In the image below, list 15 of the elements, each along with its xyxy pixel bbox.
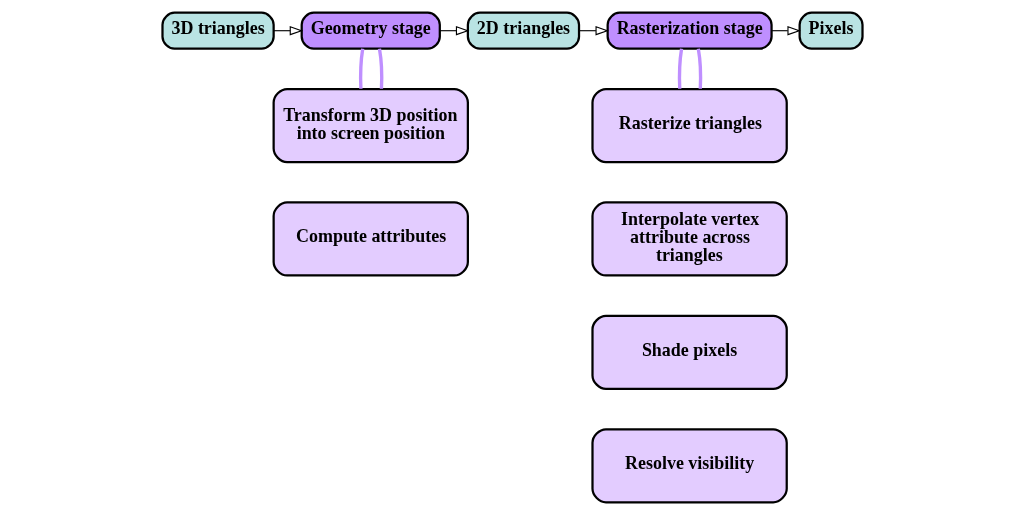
connector bbox=[358, 48, 364, 89]
node-box: Interpolate vertex attribute across triangles bbox=[590, 201, 788, 277]
node-box: Shade pixels bbox=[590, 314, 788, 390]
node-box: 2D triangles bbox=[466, 11, 580, 50]
node-box: Rasterization stage bbox=[606, 11, 773, 50]
node-box: Rasterize triangles bbox=[590, 87, 788, 164]
connector bbox=[677, 48, 683, 89]
node-box: Resolve visibility bbox=[590, 428, 788, 504]
node-box: Transform 3D position into screen position bbox=[272, 87, 469, 164]
node-box: Pixels bbox=[798, 11, 864, 50]
connector bbox=[377, 48, 383, 89]
node-box: Compute attributes bbox=[272, 201, 469, 277]
node-box: Geometry stage bbox=[300, 11, 441, 50]
connector bbox=[696, 48, 702, 89]
node-box: 3D triangles bbox=[160, 11, 275, 50]
